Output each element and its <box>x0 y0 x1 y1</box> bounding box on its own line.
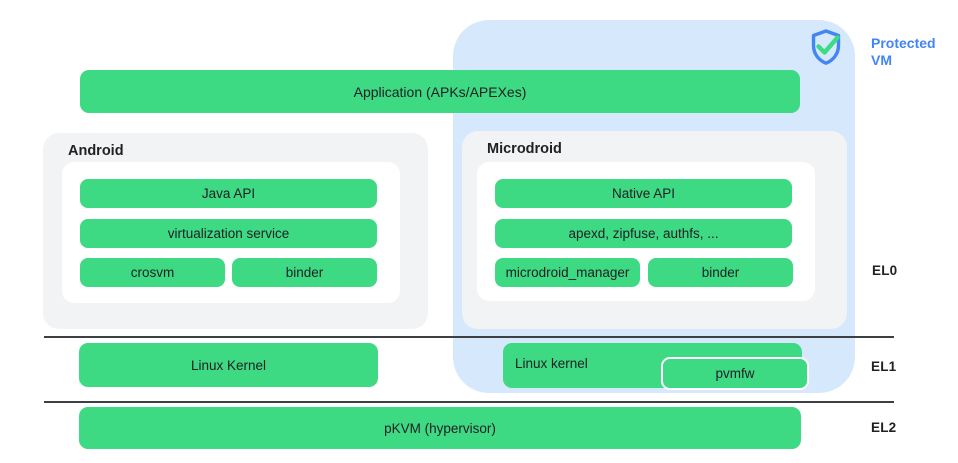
native-api-label: Native API <box>611 186 676 201</box>
virtualization-service-bar: virtualization service <box>80 219 377 248</box>
android-linux-kernel-label: Linux Kernel <box>190 357 267 373</box>
crosvm-label: crosvm <box>130 265 175 280</box>
application-bar: Application (APKs/APEXes) <box>80 70 800 113</box>
application-bar-label: Application (APKs/APEXes) <box>353 83 527 100</box>
microdroid-panel: Native API apexd, zipfuse, authfs, ... m… <box>477 162 815 301</box>
el1-el2-divider <box>44 401 894 403</box>
shield-outline <box>811 29 841 65</box>
microdroid-manager-label: microdroid_manager <box>505 265 630 280</box>
pkvm-hypervisor-label: pKVM (hypervisor) <box>384 420 496 436</box>
microdroid-binder-label: binder <box>701 265 740 280</box>
el1-label: EL1 <box>871 359 897 374</box>
protected-vm-label: Protected VM <box>871 35 936 68</box>
android-linux-kernel-bar: Linux Kernel <box>79 343 378 387</box>
pvmfw-bar: pvmfw <box>661 357 809 390</box>
android-binder-bar: binder <box>232 258 377 287</box>
pvmfw-label: pvmfw <box>715 366 755 381</box>
microdroid-group-title: Microdroid <box>487 141 562 157</box>
java-api-bar: Java API <box>80 179 377 208</box>
pkvm-hypervisor-bar: pKVM (hypervisor) <box>79 407 801 449</box>
vm-linux-kernel-label: Linux kernel <box>515 356 588 371</box>
microdroid-binder-bar: binder <box>648 258 793 287</box>
android-group-title: Android <box>68 143 124 159</box>
shield-check-icon <box>811 29 841 65</box>
el0-el1-divider <box>44 336 894 338</box>
java-api-label: Java API <box>201 186 256 201</box>
el0-label: EL0 <box>872 263 898 278</box>
apexd-zipfuse-authfs-bar: apexd, zipfuse, authfs, ... <box>495 219 792 248</box>
android-panel: Java API virtualization service crosvm b… <box>62 162 400 303</box>
microdroid-group: Microdroid Native API apexd, zipfuse, au… <box>462 131 847 329</box>
virtualization-service-label: virtualization service <box>167 226 290 241</box>
android-binder-label: binder <box>285 265 324 280</box>
native-api-bar: Native API <box>495 179 792 208</box>
apexd-zipfuse-authfs-label: apexd, zipfuse, authfs, ... <box>568 226 719 241</box>
android-group: Android Java API virtualization service … <box>43 133 428 329</box>
microdroid-manager-bar: microdroid_manager <box>495 258 640 287</box>
el2-label: EL2 <box>871 420 897 435</box>
check-mark <box>816 35 840 55</box>
crosvm-bar: crosvm <box>80 258 225 287</box>
